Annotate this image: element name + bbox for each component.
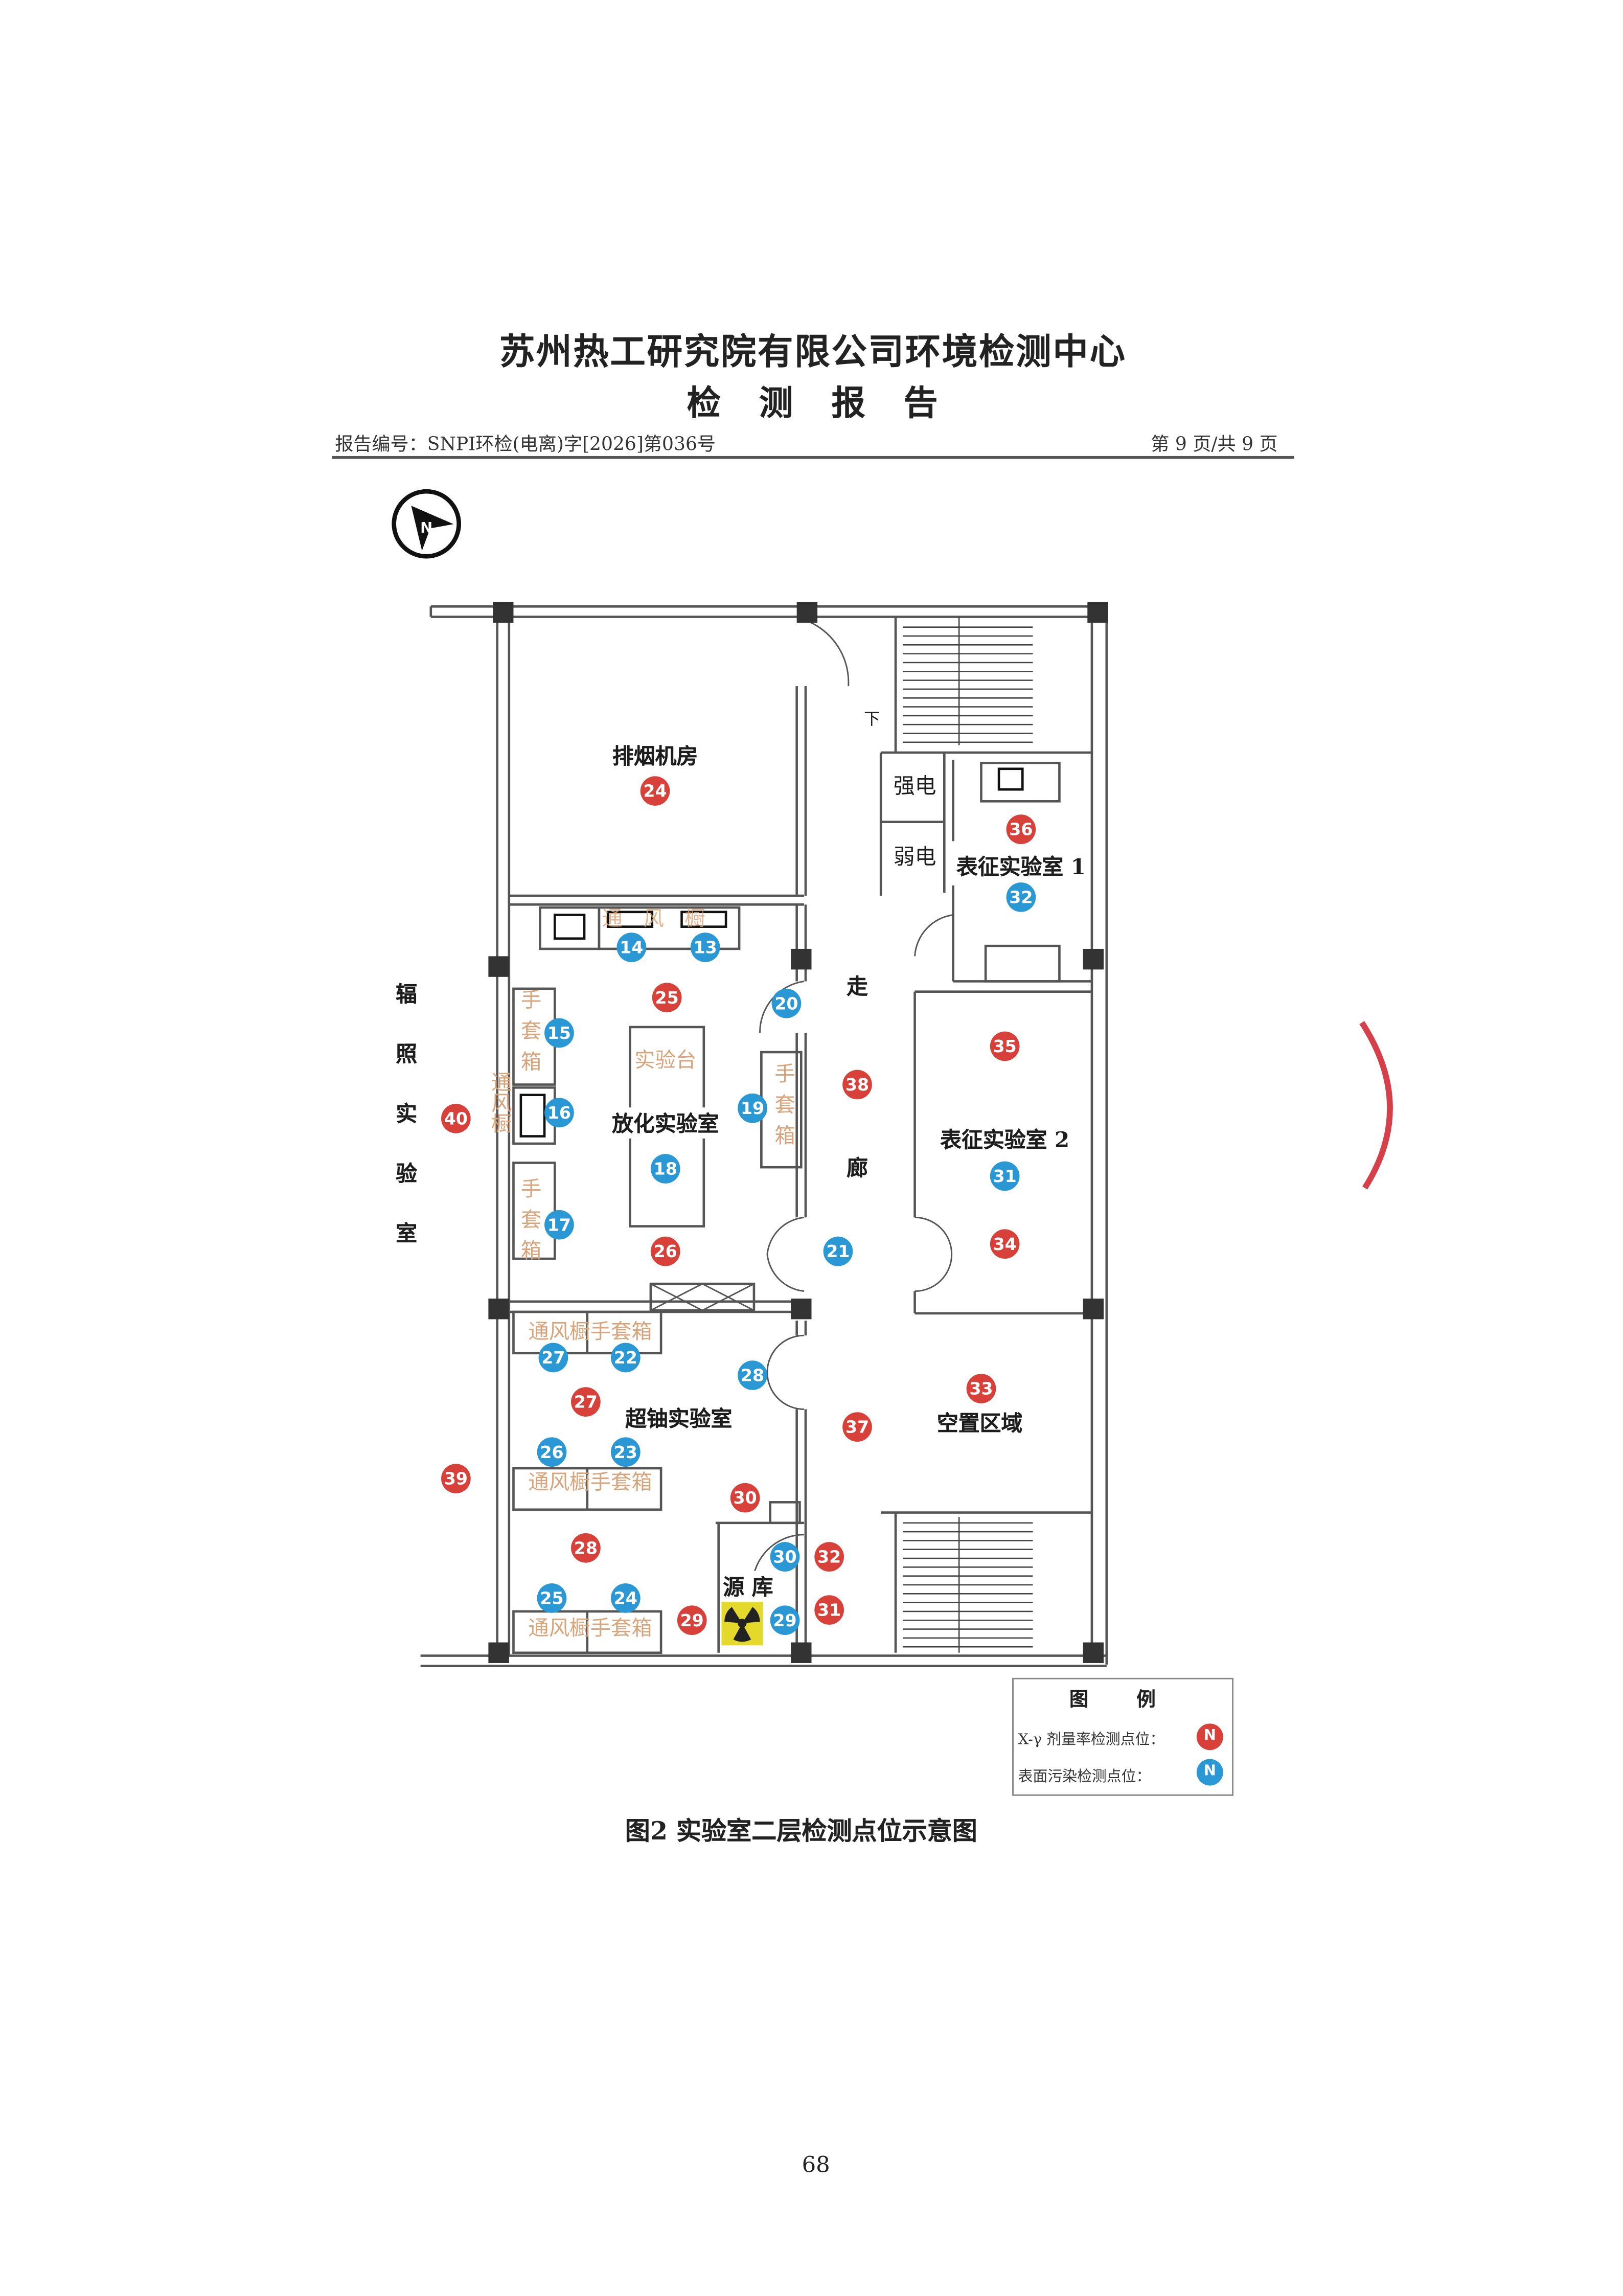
page-info: 第 9 页/共 9 页	[1151, 432, 1278, 455]
fume-hood-label: 通风橱	[602, 907, 726, 931]
fume-hood-label: 通风橱	[488, 1071, 512, 1133]
surface-contamination-point: 32	[1006, 882, 1036, 912]
room-label-corridor-1: 走	[845, 970, 870, 1002]
dose-rate-point: 32	[814, 1542, 844, 1572]
dose-rate-point: 27	[571, 1387, 601, 1417]
surface-contamination-point: 21	[823, 1236, 853, 1266]
bench-label: 实验台	[634, 1049, 697, 1073]
hood-glovebox-label: 通风橱手套箱	[528, 1617, 652, 1641]
legend-surface-label: 表面污染检测点位：	[1018, 1769, 1151, 1786]
surface-contamination-point: 23	[610, 1437, 641, 1467]
surface-contamination-point: 13	[690, 933, 720, 962]
report-number: 报告编号：SNPI环检(电离)字[2026]第036号	[335, 432, 716, 455]
surface-contamination-point: 29	[770, 1605, 800, 1635]
dose-rate-point: 31	[814, 1595, 844, 1625]
room-label-exhaust: 排烟机房	[610, 740, 700, 771]
stairs-down-label: 下	[863, 710, 880, 729]
surface-contamination-point: 19	[738, 1093, 767, 1123]
surface-contamination-point: 22	[610, 1343, 641, 1373]
surface-contamination-point: 24	[610, 1583, 641, 1613]
dose-rate-point: 28	[571, 1533, 601, 1563]
dose-rate-point: 30	[730, 1483, 760, 1513]
dose-rate-point: 24	[640, 776, 670, 806]
room-label-char-lab-1: 表征实验室 1	[955, 851, 1087, 882]
dose-rate-point: 29	[677, 1605, 707, 1635]
legend-dose-rate-marker: N	[1196, 1723, 1223, 1751]
dose-rate-point: 35	[990, 1031, 1020, 1061]
dose-rate-point: 38	[842, 1070, 872, 1100]
surface-contamination-point: 15	[544, 1018, 574, 1048]
room-label-radiochem: 放化实验室	[610, 1107, 721, 1139]
document-title: 检 测 报 告	[687, 383, 951, 424]
surface-contamination-point: 30	[770, 1542, 800, 1572]
legend: 图 例 X-γ 剂量率检测点位： N 表面污染检测点位： N	[1012, 1677, 1234, 1796]
hood-glovebox-label: 通风橱手套箱	[528, 1471, 652, 1495]
legend-title: 图 例	[1069, 1689, 1177, 1712]
surface-contamination-point: 14	[616, 933, 647, 962]
glovebox-label: 手套箱	[518, 1177, 542, 1271]
dose-rate-point: 26	[650, 1236, 680, 1266]
glovebox-label: 手套箱	[771, 1062, 795, 1156]
page-number: 68	[802, 2151, 830, 2178]
surface-contamination-point: 28	[738, 1360, 767, 1390]
dose-rate-point: 33	[966, 1374, 996, 1403]
room-label-vacant: 空置区域	[935, 1407, 1024, 1438]
legend-dose-rate-label: X-γ 剂量率检测点位：	[1018, 1732, 1165, 1749]
dose-rate-point: 34	[990, 1229, 1020, 1259]
seal-stamp	[1359, 1021, 1393, 1190]
north-label: N	[420, 519, 432, 536]
surface-contamination-point: 18	[650, 1154, 680, 1184]
room-label-char-lab-2: 表征实验室 2	[939, 1123, 1071, 1155]
surface-contamination-point: 26	[537, 1437, 567, 1467]
surface-contamination-point: 31	[990, 1161, 1020, 1191]
surface-contamination-point: 25	[537, 1583, 567, 1613]
room-label-strong-power: 强电	[891, 769, 938, 801]
dose-rate-point: 25	[652, 983, 682, 1013]
surface-contamination-point: 27	[538, 1343, 568, 1373]
dose-rate-point: 40	[441, 1104, 471, 1133]
room-label-transuranic: 超铀实验室	[624, 1402, 734, 1434]
header-rule	[332, 456, 1294, 459]
surface-contamination-point: 17	[544, 1210, 574, 1240]
room-label-weak-power: 弱电	[891, 840, 938, 872]
hood-glovebox-label: 通风橱手套箱	[528, 1321, 652, 1345]
glovebox-label: 手套箱	[518, 988, 542, 1082]
room-label-corridor-2: 廊	[845, 1151, 870, 1183]
surface-contamination-point: 16	[544, 1098, 574, 1128]
legend-surface-marker: N	[1196, 1759, 1223, 1786]
dose-rate-point: 37	[842, 1412, 872, 1442]
surface-contamination-point: 20	[771, 988, 802, 1018]
room-label-source-store: 源 库	[721, 1571, 775, 1602]
organization-title: 苏州热工研究院有限公司环境检测中心	[499, 330, 1127, 373]
dose-rate-point: 36	[1006, 814, 1036, 845]
north-arrow-icon: N	[391, 488, 462, 559]
dose-rate-point: 39	[441, 1464, 471, 1494]
room-label-irradiation: 辐照实验室	[388, 983, 422, 1282]
figure-caption: 图2 实验室二层检测点位示意图	[625, 1817, 977, 1847]
radiation-warning-icon	[721, 1601, 763, 1646]
